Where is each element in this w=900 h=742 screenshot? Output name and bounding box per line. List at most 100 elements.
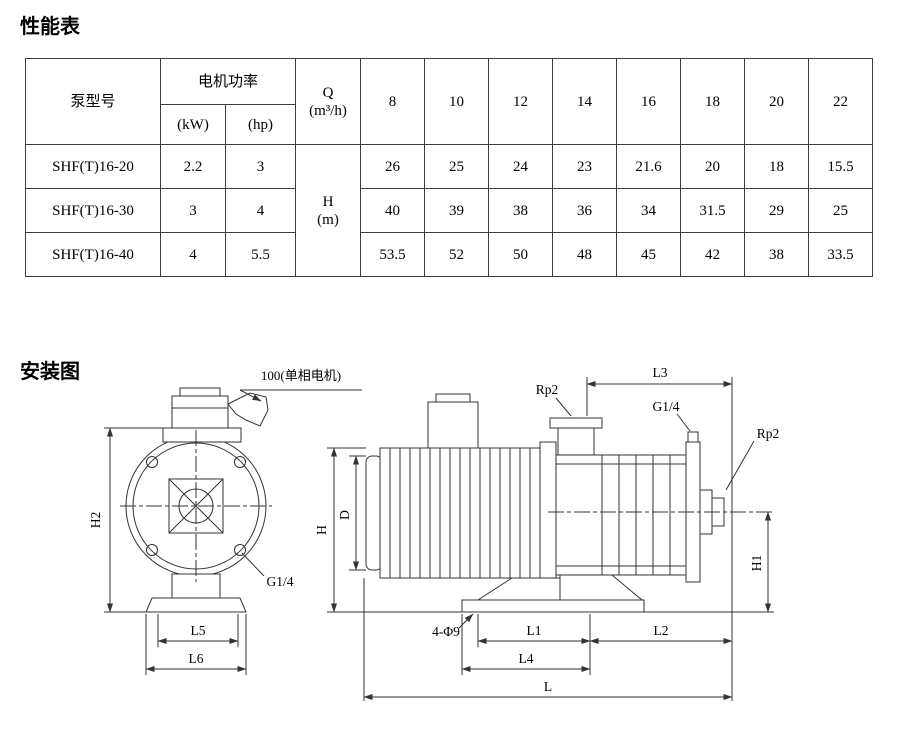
flow-header: 20	[744, 58, 809, 145]
hp-cell: 4	[225, 188, 296, 233]
installation-diagram: 100(单相电机) H2 G1/4 L5 L6 L3 Rp2 G1/4 Rp2 …	[88, 365, 780, 701]
leader-holes	[458, 613, 474, 629]
stage-lines	[601, 455, 671, 575]
flow-header: 10	[424, 58, 489, 145]
leader-rp2-top	[555, 397, 572, 417]
head-value: 45	[616, 232, 681, 277]
dim-l6-label: L6	[189, 651, 204, 666]
hp-unit-header: (hp)	[225, 104, 296, 145]
rp2-top-label: Rp2	[536, 382, 559, 397]
support-bracket	[476, 577, 561, 601]
dim-l2-label: L2	[654, 623, 669, 638]
pump-side-view	[327, 377, 774, 701]
kw-unit-header: (kW)	[160, 104, 226, 145]
performance-table: 泵型号 电机功率 Q (m³/h) 8 10 12 14 16 18 20 22…	[25, 58, 873, 277]
leader-g14-side	[676, 413, 691, 432]
base-plate	[461, 599, 645, 613]
dim-l-label: L	[544, 679, 552, 694]
head-value: 31.5	[680, 188, 745, 233]
head-value: 38	[488, 188, 553, 233]
dim-l4-label: L4	[519, 651, 534, 666]
motor-fins	[389, 448, 531, 578]
pump-foot	[559, 574, 644, 601]
head-value: 29	[744, 188, 809, 233]
hp-cell: 3	[225, 144, 296, 189]
head-value: 25	[424, 144, 489, 189]
holes-note-label: 4-Φ9	[432, 624, 460, 639]
head-value: 20	[680, 144, 745, 189]
head-value: 52	[424, 232, 489, 277]
q-unit: (m³/h)	[309, 102, 347, 119]
flow-header: 14	[552, 58, 617, 145]
kw-cell: 3	[160, 188, 226, 233]
head-value: 50	[488, 232, 553, 277]
inlet-port-body	[557, 427, 595, 456]
head-value: 24	[488, 144, 553, 189]
h-label: H	[322, 193, 334, 210]
head-value: 18	[744, 144, 809, 189]
g14-front-label: G1/4	[267, 574, 294, 589]
performance-table-title: 性能表	[20, 16, 80, 38]
pump-barrel	[555, 454, 687, 576]
top-flange	[162, 427, 242, 443]
head-h-cell: H (m)	[295, 144, 361, 277]
dim-l1-label: L1	[527, 623, 542, 638]
dim-h1-label: H1	[749, 555, 764, 572]
installation-diagram-title: 安装图	[20, 361, 80, 383]
head-value: 23	[552, 144, 617, 189]
h-unit: (m)	[317, 211, 339, 228]
head-value: 25	[808, 188, 873, 233]
terminal-box	[171, 395, 229, 429]
flow-header: 12	[488, 58, 553, 145]
head-value: 36	[552, 188, 617, 233]
q-label: Q	[322, 84, 334, 101]
bolt-icon	[146, 544, 158, 556]
junction-box-cap	[435, 393, 471, 403]
g14-side-label: G1/4	[653, 399, 680, 414]
hp-cell: 5.5	[225, 232, 296, 277]
flow-q-header: Q (m³/h)	[295, 58, 361, 145]
head-value: 33.5	[808, 232, 873, 277]
leader-g14	[241, 552, 265, 577]
g14-plug	[687, 431, 699, 443]
discharge-spout	[227, 392, 269, 427]
model-cell: SHF(T)16-20	[25, 144, 161, 189]
kw-cell: 4	[160, 232, 226, 277]
head-value: 15.5	[808, 144, 873, 189]
kw-cell: 2.2	[160, 144, 226, 189]
bolt-icon	[234, 544, 246, 556]
head-value: 39	[424, 188, 489, 233]
head-value: 53.5	[360, 232, 425, 277]
motor-power-header: 电机功率	[160, 58, 296, 105]
inlet-port-flange	[549, 417, 603, 429]
head-value: 26	[360, 144, 425, 189]
base-foot	[145, 597, 247, 613]
terminal-box-cap	[179, 387, 221, 397]
dim-l3-label: L3	[653, 365, 668, 380]
dim-h-label: H	[314, 525, 329, 535]
head-value: 40	[360, 188, 425, 233]
flow-header: 22	[808, 58, 873, 145]
dim-h2-label: H2	[88, 512, 103, 529]
head-value: 42	[680, 232, 745, 277]
leader-rp2-side	[725, 440, 755, 491]
junction-box	[427, 401, 479, 449]
base-neck	[171, 573, 221, 599]
model-cell: SHF(T)16-40	[25, 232, 161, 277]
pump-front-view	[104, 387, 362, 675]
bolt-icon	[234, 456, 246, 468]
head-value: 21.6	[616, 144, 681, 189]
bolt-icon	[146, 456, 158, 468]
head-value: 38	[744, 232, 809, 277]
flow-header: 16	[616, 58, 681, 145]
dim-d-label: D	[337, 510, 352, 520]
rp2-side-label: Rp2	[757, 426, 780, 441]
head-value: 48	[552, 232, 617, 277]
pump-model-header: 泵型号	[25, 58, 161, 145]
dim-l5-label: L5	[191, 623, 206, 638]
motor-note-label: 100(单相电机)	[261, 368, 341, 383]
flow-header: 18	[680, 58, 745, 145]
model-cell: SHF(T)16-30	[25, 188, 161, 233]
flow-header: 8	[360, 58, 425, 145]
head-value: 34	[616, 188, 681, 233]
